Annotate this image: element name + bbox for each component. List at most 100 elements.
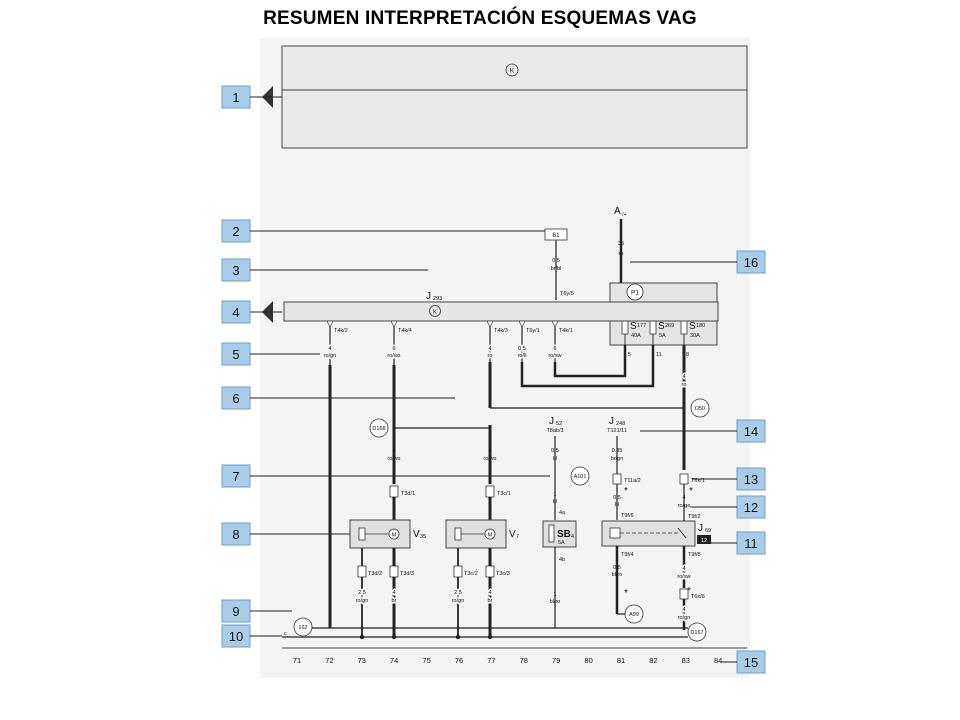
fuse-icon: [548, 524, 555, 543]
terminal-k-label: K: [510, 68, 515, 75]
fan-sub: 35: [420, 534, 426, 540]
connector-icon: [679, 473, 689, 485]
pin-label: T4k/2: [334, 328, 348, 334]
callout-number: 2: [232, 224, 239, 239]
wire-label: ro/gn: [356, 598, 369, 604]
ground-line-label: c: [284, 631, 287, 637]
wire-label: ro/gn: [324, 353, 337, 359]
pin-label: T4k/1: [559, 328, 573, 334]
wire-label: bl: [553, 499, 557, 505]
wire-label: 2.5: [454, 590, 462, 596]
wire-label: 1: [553, 492, 556, 498]
wire-label: ro/ws: [387, 353, 400, 359]
pin-label: 4a: [559, 510, 566, 516]
callout-number: 15: [744, 655, 758, 670]
wire-label: 2.5: [358, 590, 366, 596]
callout-number: 5: [232, 347, 239, 362]
wire-label: 4: [488, 590, 491, 596]
connector-icon: [612, 473, 622, 485]
connector-icon: [485, 565, 495, 578]
connector-icon: [389, 485, 399, 498]
ground-label: D50: [695, 406, 705, 412]
wire-label: bl/ro: [612, 572, 623, 578]
ground-point-a101: [570, 466, 590, 486]
pin-label: T9f/6: [621, 513, 634, 519]
pin-label: T4k/3: [494, 328, 508, 334]
axis-tick-label: 71: [293, 656, 301, 665]
fuse-name: S: [630, 321, 637, 332]
ground-label: A101: [574, 474, 587, 480]
axis-tick-label: 73: [358, 656, 366, 665]
wire-label: 4: [682, 607, 685, 613]
axis-tick-label: 78: [520, 656, 528, 665]
wire-label: br/gn: [611, 456, 624, 462]
page-title: RESUMEN INTERPRETACIÓN ESQUEMAS VAG: [263, 8, 697, 29]
connector-label: T3d/3: [400, 571, 414, 577]
axis-tick-label: 82: [649, 656, 657, 665]
wire-label: 4: [682, 566, 685, 572]
fan-name: V: [413, 529, 420, 540]
relay-coil-icon: [609, 527, 621, 539]
axis-tick-label: 84: [714, 656, 722, 665]
connector-icon: [389, 565, 399, 578]
callout-number: 6: [232, 391, 239, 406]
pin-label: T9f/4: [621, 552, 634, 558]
wire-label: 4: [488, 448, 491, 454]
axis-tick-label: 80: [584, 656, 592, 665]
pin-label: 5: [628, 352, 631, 358]
connector-label: T3c/2: [464, 571, 478, 577]
fan-sub: 7: [516, 534, 519, 540]
star-marker: *: [624, 486, 628, 497]
wire-label: 4: [392, 448, 395, 454]
ground-point-d167: [687, 622, 707, 642]
pin-icon: [486, 320, 494, 328]
sb4-name: SB: [557, 529, 571, 540]
wire-label: br: [392, 598, 397, 604]
wire-label: 6: [553, 346, 556, 352]
j248-name: J: [609, 416, 614, 427]
resistor-icon: [358, 527, 366, 541]
wire-label: 6: [392, 346, 395, 352]
callout-number: 16: [744, 255, 758, 270]
pin-label: T9f/2: [688, 514, 701, 520]
ground-label: 162: [298, 625, 307, 631]
axis-tick-label: 83: [682, 656, 690, 665]
axis-tick-label: 75: [422, 656, 430, 665]
wire-label: ro/gn: [678, 615, 691, 621]
j69-name: J: [698, 523, 703, 534]
ground-label: D168: [372, 426, 385, 432]
sb4-rating: 5A: [558, 540, 565, 546]
pin-icon: [326, 320, 334, 328]
connector-icon: [357, 565, 367, 578]
supply-sub: /+: [622, 212, 627, 218]
connector-label: T3d/1: [401, 491, 415, 497]
wire: [553, 345, 627, 378]
sb4-sub: 4: [571, 534, 574, 540]
ground-label: A99: [629, 612, 639, 618]
ground-label: D167: [690, 630, 703, 636]
pin-icon: [551, 320, 559, 328]
relay-switch-icon: [677, 527, 687, 539]
fuse-sb4: [542, 520, 577, 548]
terminal-k-label: K: [433, 310, 437, 316]
callout-number: 8: [232, 527, 239, 542]
module-j293-name: J: [426, 291, 431, 302]
wire-label: 4: [392, 590, 395, 596]
wire-label: 1: [553, 592, 556, 598]
connector-icon: [453, 565, 463, 578]
fuse-rating: 30A: [690, 333, 700, 339]
wire-label: ro/gn: [452, 598, 465, 604]
resistor-icon: [454, 527, 462, 541]
wire-label: 4: [488, 346, 491, 352]
pin-label: T6y/5: [560, 291, 574, 297]
axis-tick-label: 74: [390, 656, 398, 665]
fuse-box-badge: [626, 283, 644, 301]
module-j293: [283, 301, 719, 322]
wire-label: ro/sw: [677, 574, 690, 580]
pin-label: 8: [686, 352, 689, 358]
fuse-box-label: P1: [631, 290, 639, 297]
supply-wire-label: 35: [618, 241, 624, 247]
ground-point-d50: [690, 398, 710, 418]
wire-label: br: [488, 598, 493, 604]
motor-label: M: [392, 533, 397, 539]
